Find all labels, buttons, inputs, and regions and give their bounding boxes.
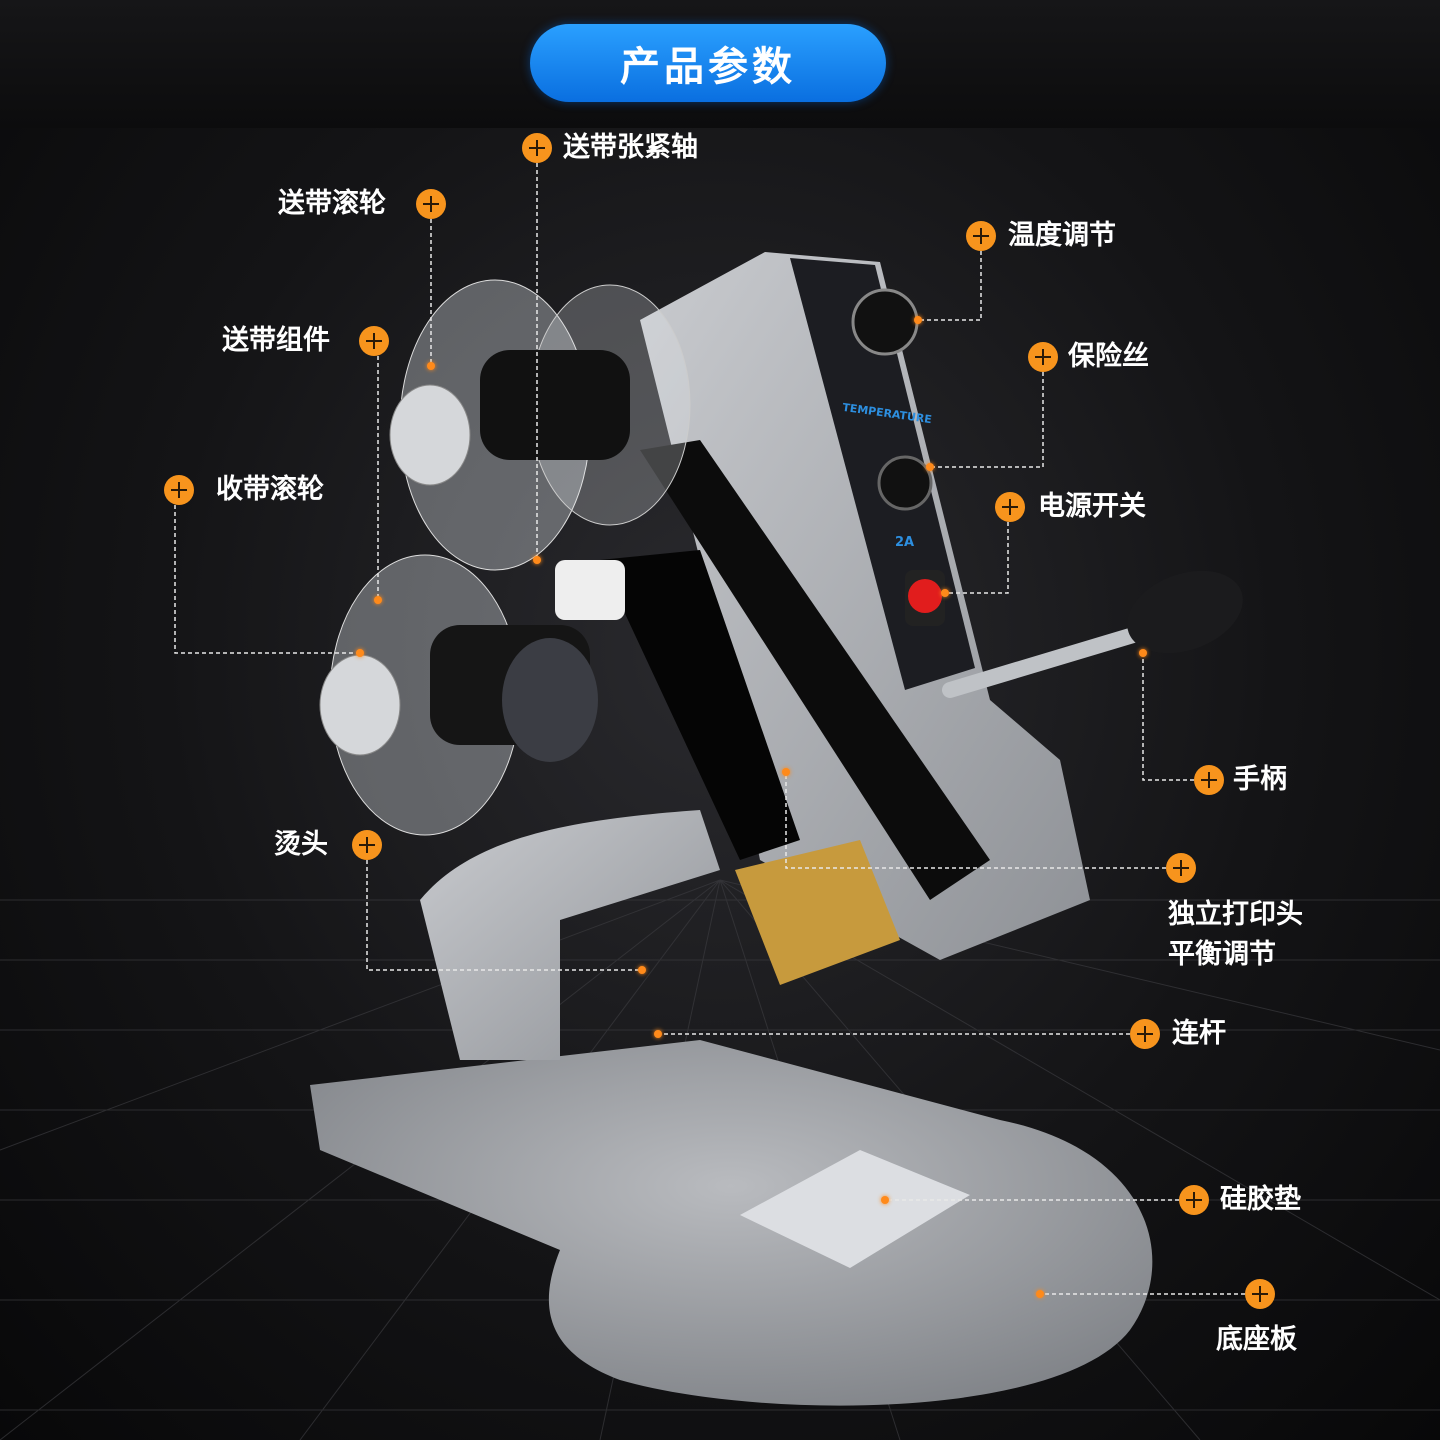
print-head bbox=[735, 840, 900, 985]
target-dot bbox=[782, 768, 790, 776]
callout-fuse: 保险丝 bbox=[1068, 337, 1149, 377]
leader-line bbox=[945, 522, 1009, 594]
callout-takeup-roller: 收带滚轮 bbox=[216, 470, 324, 510]
target-dot bbox=[926, 463, 934, 471]
page-title: 产品参数 bbox=[530, 24, 886, 102]
callout-label: 温度调节 bbox=[1008, 220, 1116, 251]
temperature-knob bbox=[851, 288, 919, 356]
callout-label: 烫头 bbox=[274, 829, 328, 860]
callout-label-line2: 平衡调节 bbox=[1168, 939, 1276, 970]
ribbon bbox=[640, 440, 990, 900]
target-dot bbox=[356, 649, 364, 657]
plus-marker-icon bbox=[1194, 765, 1224, 795]
plus-marker-icon bbox=[522, 133, 552, 163]
callout-silicone-pad: 硅胶垫 bbox=[1220, 1180, 1301, 1220]
target-dot bbox=[654, 1030, 662, 1038]
target-dot bbox=[1139, 649, 1147, 657]
target-dot bbox=[427, 362, 435, 370]
plus-marker-icon bbox=[1028, 342, 1058, 372]
callout-label: 硅胶垫 bbox=[1220, 1184, 1301, 1215]
callout-label: 送带张紧轴 bbox=[563, 132, 698, 163]
linkage-arm bbox=[420, 810, 720, 1060]
target-dot bbox=[1036, 1290, 1044, 1298]
callout-label: 保险丝 bbox=[1068, 341, 1149, 372]
supply-reel-knob bbox=[389, 384, 471, 486]
plus-marker-icon bbox=[1166, 853, 1196, 883]
leader-line bbox=[918, 251, 982, 321]
silicone-pad bbox=[740, 1150, 970, 1268]
target-dot bbox=[638, 966, 646, 974]
plus-marker-icon bbox=[164, 475, 194, 505]
callout-label: 手柄 bbox=[1233, 764, 1287, 795]
callout-temperature-control: 温度调节 bbox=[1008, 216, 1116, 256]
plus-marker-icon bbox=[1245, 1279, 1275, 1309]
target-dot bbox=[533, 556, 541, 564]
leader-line bbox=[174, 505, 360, 654]
plus-marker-icon bbox=[1179, 1185, 1209, 1215]
handle-knob bbox=[1127, 570, 1243, 654]
target-dot bbox=[374, 596, 382, 604]
base-plate bbox=[310, 1040, 1153, 1406]
callout-feed-roller: 送带滚轮 bbox=[278, 184, 386, 224]
takeup-reel-knob bbox=[319, 654, 401, 756]
callout-handle: 手柄 bbox=[1233, 760, 1287, 800]
fuse-rating-label: 2A bbox=[895, 535, 915, 550]
plus-marker-icon bbox=[352, 830, 382, 860]
callout-label: 独立打印头 bbox=[1168, 899, 1303, 930]
target-dot bbox=[941, 589, 949, 597]
plus-marker-icon bbox=[416, 189, 446, 219]
callout-label: 送带滚轮 bbox=[278, 188, 386, 219]
callout-label: 电源开关 bbox=[1038, 491, 1146, 522]
callout-label: 收带滚轮 bbox=[216, 474, 324, 505]
leader-line bbox=[785, 772, 1166, 869]
plus-marker-icon bbox=[1130, 1019, 1160, 1049]
leader-line bbox=[930, 372, 1044, 468]
plus-marker-icon bbox=[995, 492, 1025, 522]
leader-line bbox=[366, 860, 642, 971]
plus-marker-icon bbox=[966, 221, 996, 251]
fuse-holder bbox=[877, 455, 933, 511]
callout-hot-head: 烫头 bbox=[274, 825, 328, 865]
callout-label: 连杆 bbox=[1172, 1018, 1226, 1049]
callout-power-switch: 电源开关 bbox=[1038, 487, 1146, 527]
callout-label: 送带组件 bbox=[222, 325, 330, 356]
callout-base-plate: 底座板 bbox=[1216, 1320, 1297, 1360]
target-dot bbox=[914, 316, 922, 324]
callout-feed-assembly: 送带组件 bbox=[222, 321, 330, 361]
callout-tension-shaft: 送带张紧轴 bbox=[563, 128, 698, 168]
callout-print-head-balance: 独立打印头平衡调节 bbox=[1168, 895, 1303, 975]
handle-bar bbox=[942, 622, 1158, 698]
target-dot bbox=[881, 1196, 889, 1204]
callout-linkage: 连杆 bbox=[1172, 1014, 1226, 1054]
callout-label: 底座板 bbox=[1216, 1324, 1297, 1355]
plus-marker-icon bbox=[359, 326, 389, 356]
leader-line bbox=[1142, 653, 1194, 781]
